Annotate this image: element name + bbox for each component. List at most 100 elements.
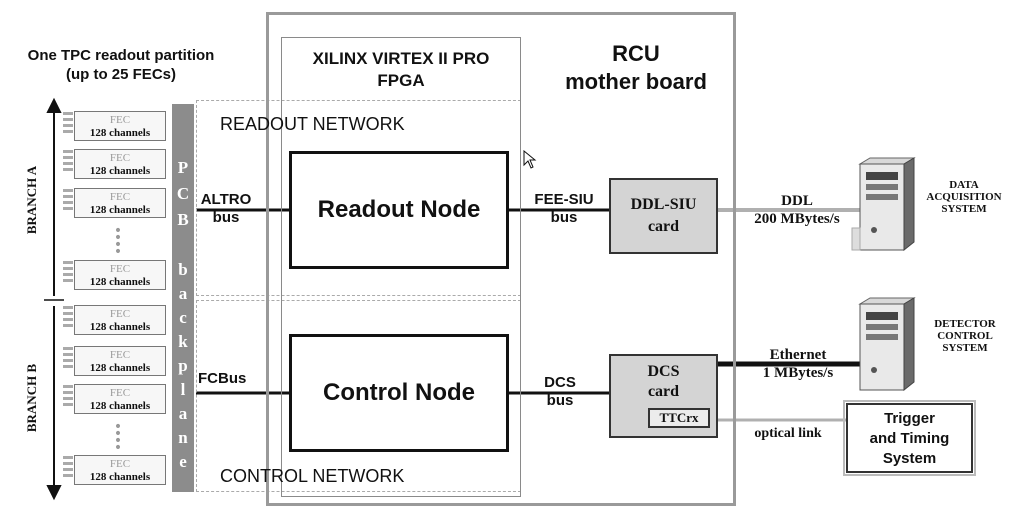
daq-system-label-line3: SYSTEM (941, 203, 987, 215)
branch-a-arrow (46, 97, 62, 296)
fec-connector-pins (63, 112, 73, 136)
altro-bus-label-line1: ALTRO (200, 191, 252, 208)
fec-connector-pins (63, 150, 73, 174)
dcs-system-label-line2: CONTROL (937, 330, 993, 342)
altro-bus-label-line2: bus (212, 209, 240, 226)
mouse-pointer-icon (523, 150, 537, 169)
ethernet-link-label: Ethernet 1 MBytes/s (740, 346, 856, 382)
fpga-title-line2: FPGA (377, 71, 425, 90)
partition-title-line2: (up to 25 FECs) (65, 66, 176, 83)
pcb-letter: P (177, 158, 189, 177)
fec-title: FEC (109, 349, 131, 361)
computer-tower-icon (851, 157, 916, 252)
trigger-timing-system: Trigger and Timing System (843, 400, 976, 476)
dcs-bus-label-line2: bus (546, 392, 574, 409)
pcb-letter: e (179, 452, 187, 471)
altro-bus-label: ALTRO bus (198, 191, 254, 227)
fec-connector-pins (63, 189, 73, 213)
fec-channels: 128 channels (89, 362, 151, 374)
fec-title: FEC (109, 387, 131, 399)
ethernet-link-label-line1: Ethernet (769, 347, 827, 363)
trigger-system-line1: Trigger (884, 410, 935, 427)
fec-card: FEC 128 channels (74, 384, 166, 414)
optical-link-label: optical link (754, 426, 822, 441)
readout-network-label: READOUT NETWORK (220, 114, 405, 134)
dcs-system-label-line1: DETECTOR (934, 318, 996, 330)
trigger-system-line2: and Timing (869, 430, 950, 447)
rcu-title-line2: mother board (565, 69, 707, 94)
dcs-bus-label: DCS bus (528, 374, 592, 410)
rcu-motherboard-frame (266, 12, 736, 506)
control-network-label: CONTROL NETWORK (220, 466, 405, 486)
fec-channels: 128 channels (89, 127, 151, 139)
partition-title: One TPC readout partition (up to 25 FECs… (6, 46, 236, 84)
ddl-siu-card: DDL-SIU card (609, 178, 718, 254)
fee-siu-bus-label-line1: FEE-SIU (534, 191, 594, 208)
more-fecs-ellipsis: •••• (113, 223, 123, 260)
ttcrx-chip: TTCrx (648, 408, 710, 428)
partition-title-line1: One TPC readout partition (27, 47, 215, 64)
pcb-backplane: P C B b a c k p l a n e (172, 104, 194, 492)
pcb-letter: n (178, 428, 188, 447)
pcb-letter: a (178, 284, 188, 303)
fec-connector-pins (63, 456, 73, 480)
ddl-link-label: DDL 200 MBytes/s (738, 192, 856, 228)
readout-node: Readout Node (289, 151, 509, 269)
fec-title: FEC (109, 458, 131, 470)
rcu-title: RCU mother board (546, 40, 726, 96)
fec-connector-pins (63, 347, 73, 371)
fec-channels: 128 channels (89, 276, 151, 288)
ethernet-link-label-line2: 1 MBytes/s (762, 365, 834, 381)
dcs-card-line2: card (647, 383, 680, 400)
ddl-link-label-line1: DDL (781, 193, 813, 209)
fec-channels: 128 channels (89, 165, 151, 177)
pcb-letter: k (178, 332, 188, 351)
fec-card: FEC 128 channels (74, 455, 166, 485)
fec-connector-pins (63, 385, 73, 409)
fee-siu-bus-label-line2: bus (550, 209, 578, 226)
fcbus-label: FCBus (198, 370, 247, 387)
fec-title: FEC (109, 152, 131, 164)
computer-tower-icon (858, 297, 916, 392)
ddl-siu-card-line2: card (647, 218, 680, 235)
fec-card: FEC 128 channels (74, 111, 166, 141)
pcb-letter: p (178, 356, 188, 375)
fec-card: FEC 128 channels (74, 346, 166, 376)
rcu-title-line1: RCU (612, 41, 660, 66)
fec-card: FEC 128 channels (74, 149, 166, 179)
fec-title: FEC (109, 114, 131, 126)
pcb-letter: B (177, 210, 189, 229)
pcb-letter: c (179, 308, 187, 327)
fec-card: FEC 128 channels (74, 188, 166, 218)
branch-a-label: BRANCH A (24, 165, 39, 235)
fec-title: FEC (109, 191, 131, 203)
dcs-bus-label-line1: DCS (544, 374, 576, 391)
fec-channels: 128 channels (89, 471, 151, 483)
fee-siu-bus-label: FEE-SIU bus (518, 191, 610, 227)
fec-card: FEC 128 channels (74, 305, 166, 335)
pcb-letter: a (178, 404, 188, 423)
fec-title: FEC (109, 308, 131, 320)
dcs-system-label-line3: SYSTEM (942, 342, 988, 354)
more-fecs-ellipsis: •••• (113, 419, 123, 456)
fpga-title: XILINX VIRTEX II PRO FPGA (282, 48, 520, 92)
branch-b-label: BRANCH B (24, 363, 39, 433)
dcs-card-line1: DCS (647, 363, 680, 380)
fec-channels: 128 channels (89, 204, 151, 216)
ddl-siu-card-line1: DDL-SIU (630, 196, 697, 213)
daq-system-label-line2: ACQUISITION (926, 191, 1002, 203)
daq-system-label: DATA ACQUISITION SYSTEM (916, 179, 1012, 215)
fec-title: FEC (109, 263, 131, 275)
pcb-letter: C (176, 184, 190, 203)
fec-connector-pins (63, 306, 73, 330)
fec-connector-pins (63, 261, 73, 285)
pcb-letter: l (180, 380, 186, 399)
control-node: Control Node (289, 334, 509, 452)
branch-b-arrow (46, 306, 62, 501)
dcs-system-label: DETECTOR CONTROL SYSTEM (918, 318, 1012, 354)
fec-channels: 128 channels (89, 321, 151, 333)
fec-channels: 128 channels (89, 400, 151, 412)
pcb-letter: b (178, 260, 188, 279)
fpga-title-line1: XILINX VIRTEX II PRO (312, 49, 490, 68)
